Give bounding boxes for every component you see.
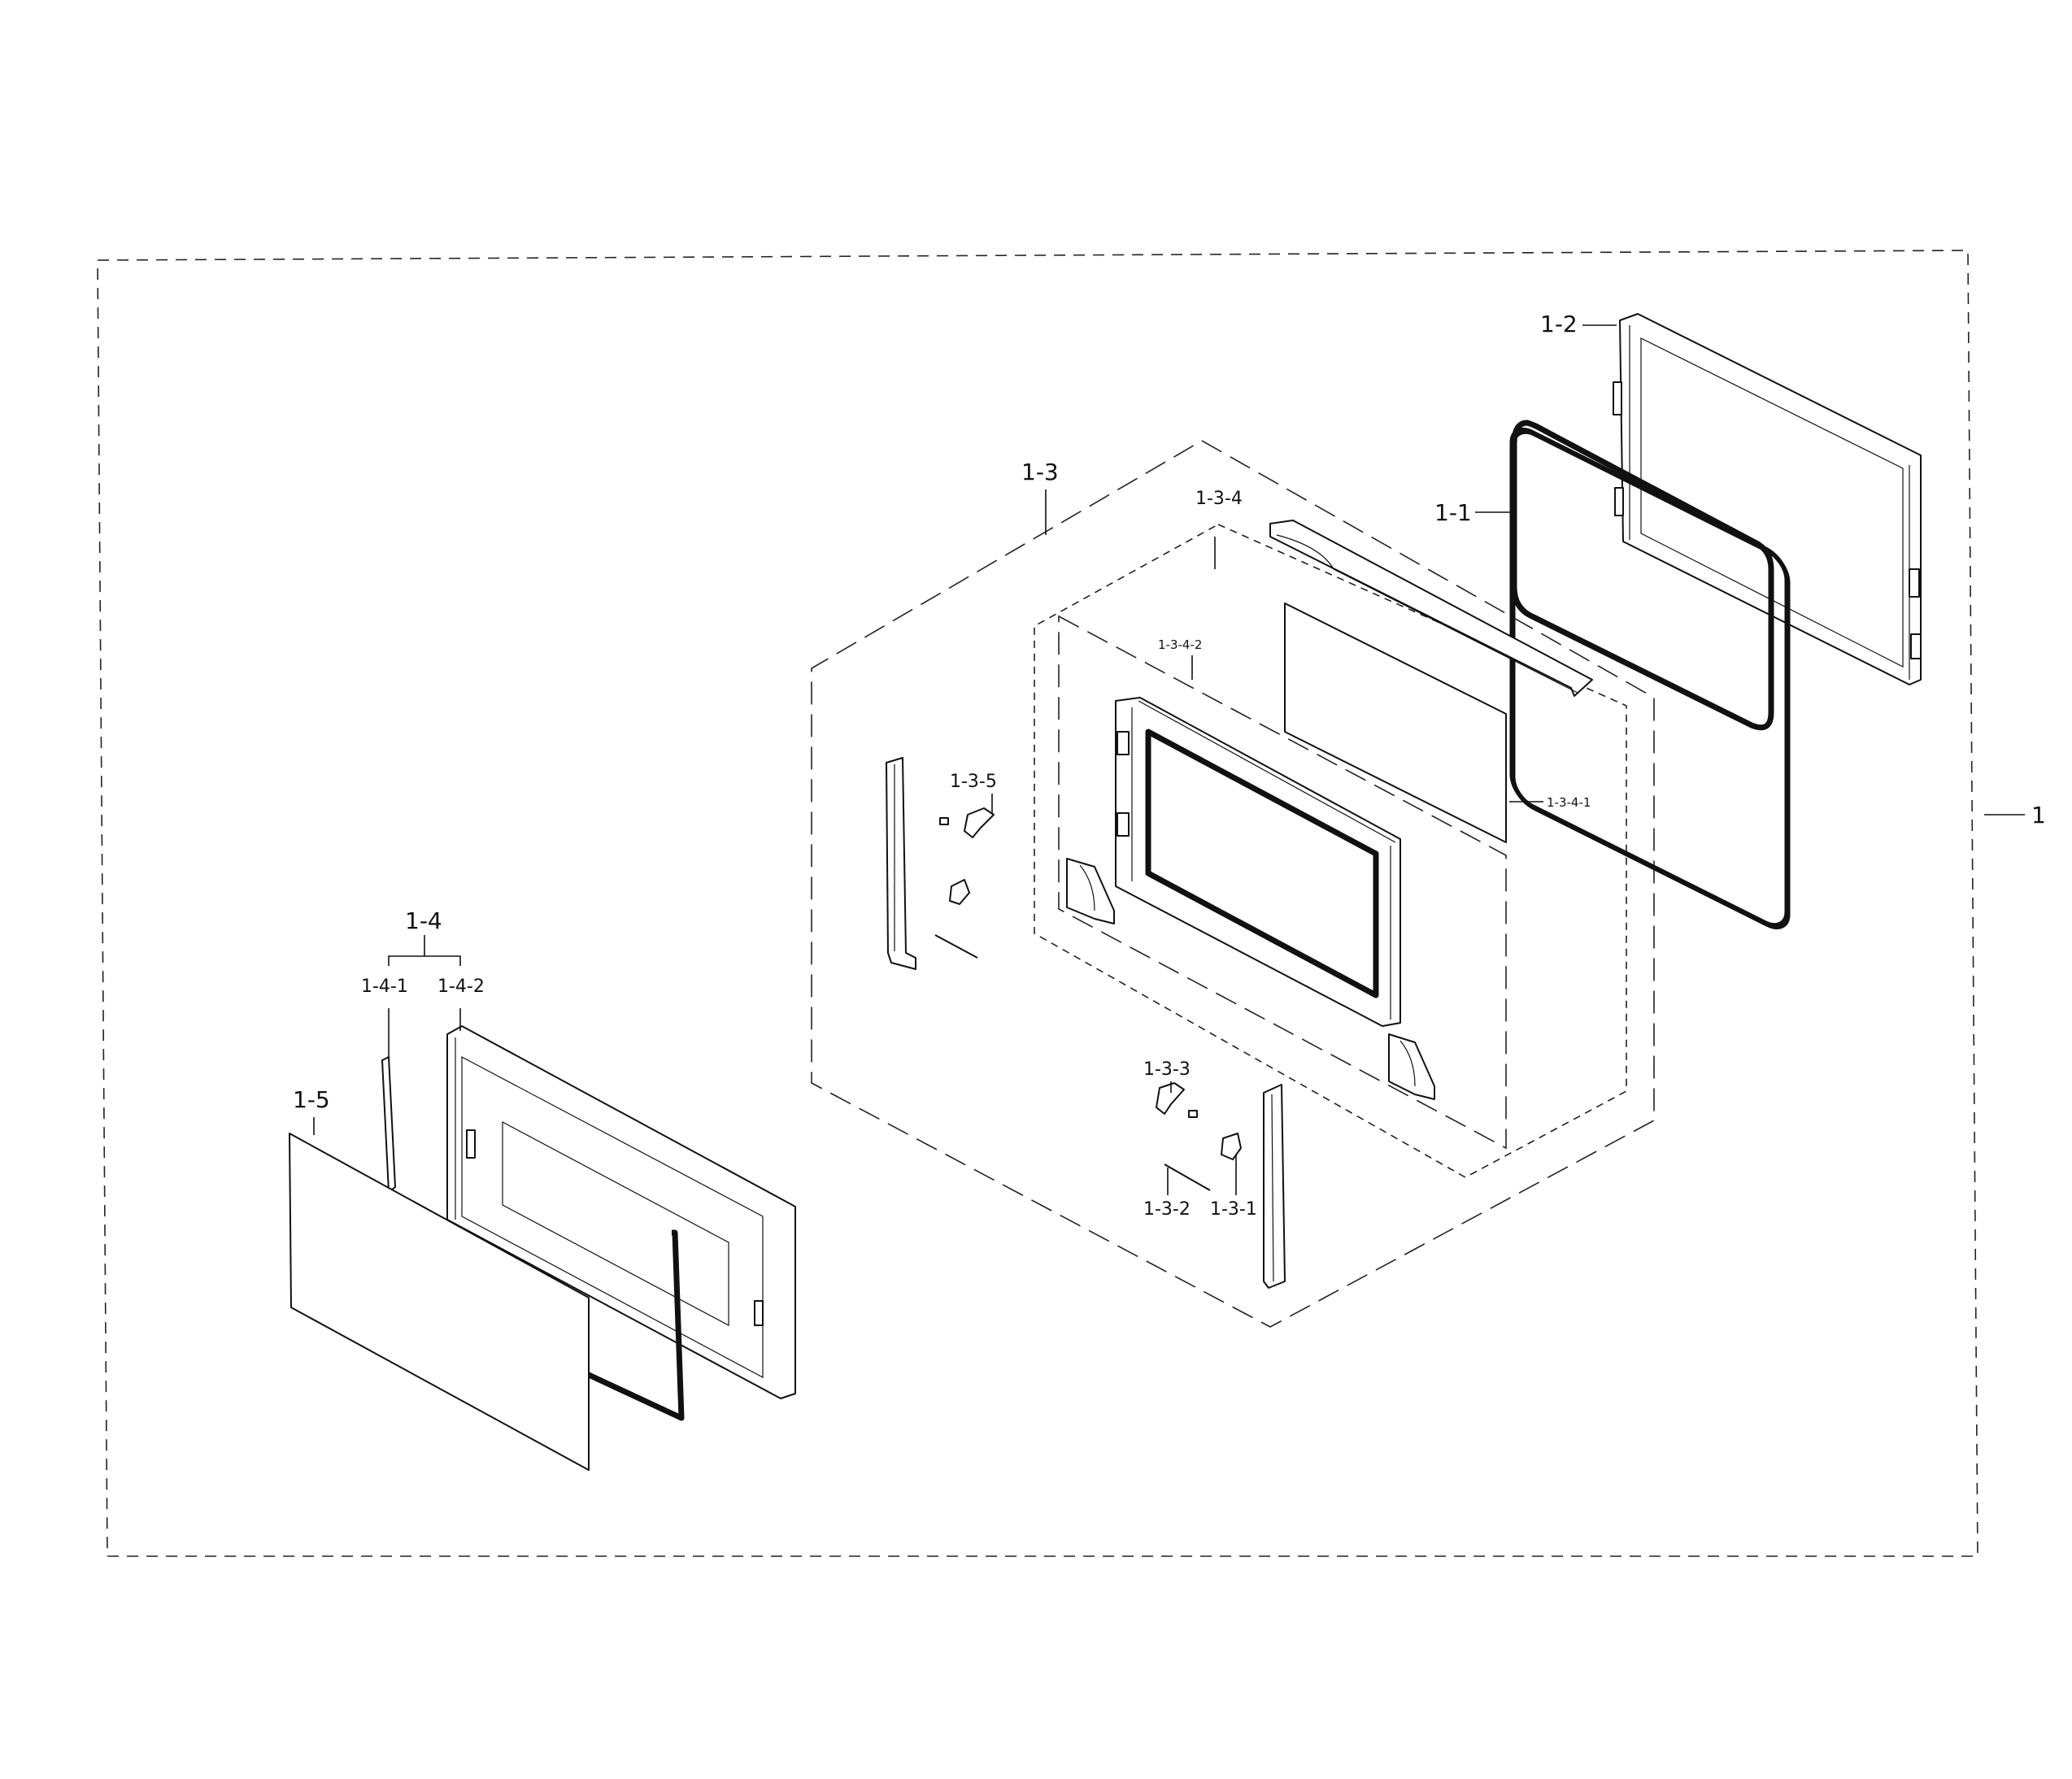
part-1-3-4-2-choke-frame[interactable] xyxy=(1115,697,1401,1027)
label-1-3-4: 1-3-4 xyxy=(1195,489,1243,509)
part-1-1-door-gasket[interactable] xyxy=(1509,420,1791,934)
label-1-1: 1-1 xyxy=(1434,499,1472,526)
leader-lines xyxy=(313,324,2025,1195)
part-1-3-left-hinge-plate[interactable] xyxy=(886,757,916,970)
part-1-3-2-pin[interactable] xyxy=(1164,1164,1211,1191)
label-1-3-2: 1-3-2 xyxy=(1143,1199,1191,1220)
subassembly-1-3-boundary xyxy=(811,440,1655,1328)
label-1-3-5: 1-3-5 xyxy=(950,772,997,792)
label-1-2: 1-2 xyxy=(1540,311,1578,337)
label-1-3-3: 1-3-3 xyxy=(1143,1059,1191,1080)
part-door-seal-gasket[interactable] xyxy=(585,1229,685,1421)
part-1-5-front-glass[interactable] xyxy=(289,1133,590,1471)
part-1-3-5-hook-lever[interactable] xyxy=(934,807,995,959)
part-latch-bracket-left[interactable] xyxy=(1066,858,1115,924)
part-1-3-1-latch[interactable] xyxy=(1221,1133,1242,1160)
part-1-4-1-side-strip[interactable] xyxy=(381,1056,396,1193)
part-1-3-4-1-inner-glass[interactable] xyxy=(1284,602,1507,843)
part-1-2-door-frame[interactable] xyxy=(1613,313,1922,685)
label-1-4-1: 1-4-1 xyxy=(361,976,408,997)
part-latch-bracket-right[interactable] xyxy=(1388,1033,1435,1100)
part-1-3-3-hook-lever[interactable] xyxy=(1156,1082,1198,1118)
label-1-3-4-2: 1-3-4-2 xyxy=(1158,637,1202,652)
label-1-4-2: 1-4-2 xyxy=(437,976,485,997)
label-1-3-1: 1-3-1 xyxy=(1210,1199,1257,1220)
label-1-3: 1-3 xyxy=(1021,459,1059,485)
subassembly-1-3-4-boundary xyxy=(1034,524,1627,1178)
part-1-3-right-hinge-plate[interactable] xyxy=(1263,1084,1286,1289)
label-1-3-4-1: 1-3-4-1 xyxy=(1547,795,1591,810)
label-1-5: 1-5 xyxy=(293,1086,330,1113)
part-1-3-4-top-strip[interactable] xyxy=(1269,520,1593,697)
label-1: 1 xyxy=(2031,802,2046,829)
callout-labels: 1 1-2 1-1 1-3 1-3-4 1-3-4-2 1-3-4-1 1-3-… xyxy=(293,311,2046,1220)
subassembly-1-3-4-2-boundary xyxy=(1058,615,1507,1150)
label-1-4: 1-4 xyxy=(405,907,442,934)
